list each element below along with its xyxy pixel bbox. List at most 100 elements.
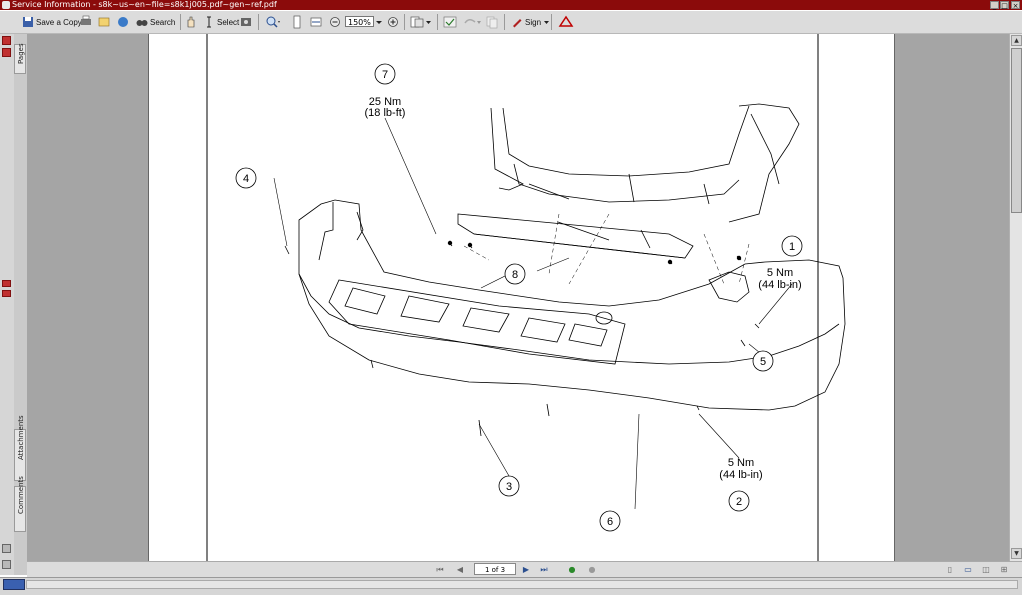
zoom-out-icon[interactable]: [329, 13, 341, 31]
navigation-tabs: Pages Attachments Comments: [14, 34, 28, 575]
save-icon: [23, 17, 33, 27]
zoom-input[interactable]: 150%: [345, 16, 374, 27]
callout-1-torque-imperial: (44 lb-in): [758, 279, 801, 291]
callout-5-circle: [752, 350, 774, 372]
tab-pages-label: Pages: [17, 43, 25, 64]
copy-icon[interactable]: [486, 13, 498, 31]
undo-icon[interactable]: [462, 13, 482, 31]
search-button[interactable]: Search: [136, 13, 175, 31]
panel-icon[interactable]: [2, 290, 11, 297]
first-page-icon[interactable]: ⏮: [436, 565, 444, 574]
scroll-up-icon[interactable]: ▲: [1011, 35, 1022, 46]
sign-dropdown-icon: [544, 21, 550, 24]
vertical-scrollbar[interactable]: ▲ ▼: [1009, 34, 1022, 561]
previous-view-icon[interactable]: ●: [568, 565, 576, 574]
toolbar-separator: [551, 14, 552, 30]
taskbar-start-icon[interactable]: [3, 579, 25, 590]
tab-attachments[interactable]: Attachments: [14, 415, 26, 481]
fit-width-icon[interactable]: [310, 13, 322, 31]
pdf-page: 7 25 Nm (18 lb-ft) 4 1 5 Nm (44 lb-in) 8…: [148, 34, 895, 561]
callout-8-number: 8: [512, 269, 518, 281]
page-number-input[interactable]: 1 of 3: [474, 563, 516, 575]
callout-3-circle: [498, 475, 520, 497]
callout-4-circle: [235, 167, 257, 189]
binoculars-icon: [136, 20, 148, 26]
callout-1-circle: [781, 235, 803, 257]
bumper-diagram: 7 25 Nm (18 lb-ft) 4 1 5 Nm (44 lb-in) 8…: [206, 34, 846, 561]
horizontal-scrollbar[interactable]: [26, 580, 1018, 589]
facing-icon[interactable]: ◫: [982, 565, 990, 574]
next-page-icon[interactable]: ▶: [522, 565, 530, 574]
adobe-logo-icon[interactable]: [558, 13, 574, 31]
callout-2-torque-nm: 5 Nm: [728, 457, 754, 469]
callout-7-circle: [374, 63, 396, 85]
tab-comments[interactable]: Comments: [14, 476, 26, 532]
pen-icon: [513, 19, 522, 28]
panel-icon[interactable]: [2, 36, 11, 45]
callout-3-number: 3: [506, 481, 512, 493]
sign-button[interactable]: Sign: [511, 13, 550, 31]
snapshot-icon[interactable]: [240, 13, 252, 31]
zoom-in-plus-icon[interactable]: [387, 13, 399, 31]
web-icon[interactable]: [117, 13, 129, 31]
zoom-in-icon[interactable]: [264, 13, 282, 31]
toolbar: Save a Copy Search Select 150% Sign: [0, 11, 1022, 34]
tab-pages[interactable]: Pages: [14, 43, 26, 74]
minimize-button[interactable]: _: [990, 1, 999, 10]
callout-7-number: 7: [382, 69, 388, 81]
toolbar-separator: [180, 14, 181, 30]
toolbar-separator: [258, 14, 259, 30]
page-navigation-bar: ⏮ ◀ 1 of 3 ▶ ⏭ ● ● ▯ ▭ ◫ ⊞: [27, 561, 1022, 577]
callout-7-torque-nm: 25 Nm: [369, 96, 401, 108]
save-copy-button[interactable]: Save a Copy: [22, 13, 82, 31]
callout-7-torque-imperial: (18 lb-ft): [365, 107, 406, 119]
continuous-icon[interactable]: ▭: [964, 565, 972, 574]
callout-4-number: 4: [243, 173, 249, 185]
status-bar: [0, 577, 1022, 595]
select-label: Select: [217, 17, 240, 27]
panel-icon[interactable]: [2, 560, 11, 569]
tab-attachments-label: Attachments: [17, 415, 25, 460]
panel-icon[interactable]: [2, 544, 11, 553]
scroll-thumb[interactable]: [1011, 48, 1022, 213]
review-icon[interactable]: [443, 13, 457, 31]
save-copy-label: Save a Copy: [36, 17, 82, 27]
text-cursor-icon: [207, 16, 211, 28]
email-icon[interactable]: [98, 13, 110, 31]
rotate-view-icon[interactable]: [410, 13, 432, 31]
close-button[interactable]: ×: [1011, 1, 1020, 10]
continuous-facing-icon[interactable]: ⊞: [1000, 565, 1008, 574]
tab-comments-label: Comments: [17, 476, 25, 514]
toolbar-separator: [404, 14, 405, 30]
scroll-down-icon[interactable]: ▼: [1011, 548, 1022, 559]
toolbar-separator: [437, 14, 438, 30]
panel-icon[interactable]: [2, 280, 11, 287]
callout-6-circle: [599, 510, 621, 532]
next-view-icon[interactable]: ●: [588, 565, 596, 574]
callout-5-number: 5: [760, 356, 766, 368]
title-bar: Service Information - s8k~us~en~file=s8k…: [0, 0, 1022, 10]
sign-label: Sign: [525, 17, 542, 27]
hand-tool-icon[interactable]: [185, 13, 197, 31]
panel-icon[interactable]: [2, 48, 11, 57]
last-page-icon[interactable]: ⏭: [540, 565, 548, 574]
maximize-button[interactable]: □: [1000, 1, 1009, 10]
select-tool-button[interactable]: Select: [203, 13, 239, 31]
callout-8-circle: [504, 263, 526, 285]
callout-1-number: 1: [789, 241, 795, 253]
window-title: Service Information - s8k~us~en~file=s8k…: [12, 0, 277, 9]
document-area[interactable]: 7 25 Nm (18 lb-ft) 4 1 5 Nm (44 lb-in) 8…: [27, 34, 1009, 561]
search-label: Search: [150, 17, 176, 27]
single-page-icon[interactable]: ▯: [947, 565, 953, 574]
previous-page-icon[interactable]: ◀: [456, 565, 464, 574]
callout-2-torque-imperial: (44 lb-in): [719, 469, 762, 481]
callout-2-circle: [728, 490, 750, 512]
callout-1-torque-nm: 5 Nm: [767, 267, 793, 279]
left-panel: [0, 34, 15, 575]
app-icon: [2, 1, 10, 9]
callout-2-number: 2: [736, 496, 742, 508]
callout-6-number: 6: [607, 516, 613, 528]
actual-size-icon[interactable]: [291, 13, 303, 31]
print-icon[interactable]: [80, 13, 92, 31]
zoom-dropdown-icon[interactable]: [375, 13, 383, 31]
